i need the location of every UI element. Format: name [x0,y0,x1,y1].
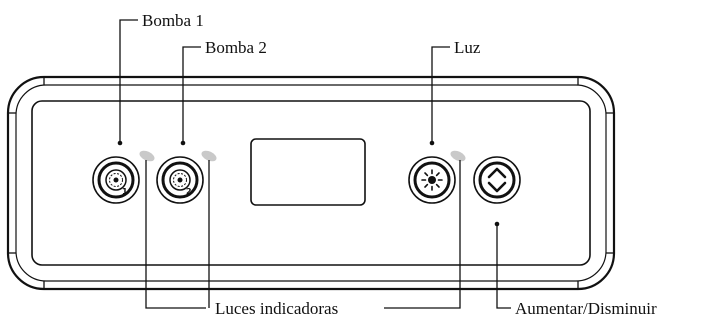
light-leader [431,46,450,143]
svg-text:1: 1 [122,187,128,196]
up-down-icon [487,167,507,193]
panel-corner-ticks [8,77,614,289]
display-window [250,138,366,206]
light-label: Luz [454,38,481,57]
pump1-leader [119,19,138,143]
light-button[interactable] [408,156,456,204]
pump2-label: Bomba 2 [205,38,267,57]
svg-text:2: 2 [186,187,192,196]
updown-label: Aumentar/Disminuir [515,299,657,318]
pump1-button[interactable]: 1 [92,156,140,204]
pump2-leader [182,46,201,143]
indicators-label: Luces indicadoras [215,299,338,318]
pump2-indicator-light [201,150,217,162]
up-down-button[interactable] [473,156,521,204]
indicators-leader-left [145,160,206,309]
light-indicator-light [450,150,466,162]
indicators-leader-right [384,160,461,309]
light-icon [421,169,443,191]
pump-2-icon: 2 [169,169,192,196]
pump1-indicator-light [139,150,155,162]
pump1-label: Bomba 1 [142,11,204,30]
pump-1-icon: 1 [105,169,128,196]
updown-leader [496,224,511,309]
pump2-button[interactable]: 2 [156,156,204,204]
